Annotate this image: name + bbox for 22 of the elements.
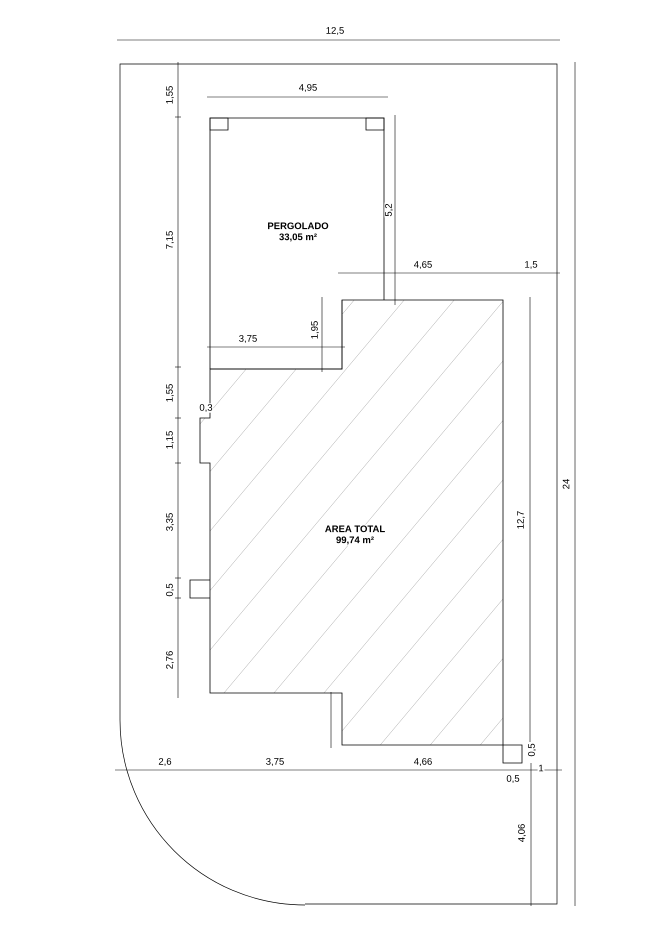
dimension-label: 0,5 — [165, 582, 175, 598]
dimension-label: 0,5 — [527, 742, 537, 758]
node-label: 33,05 m² — [279, 233, 317, 242]
dimension-label: 7,15 — [165, 230, 175, 250]
dimension-label: 1 — [538, 764, 544, 772]
node-label: PERGOLADO — [268, 222, 328, 230]
dimension-label: 0,5 — [506, 774, 520, 784]
dimension-label: 1,55 — [165, 84, 175, 106]
dimension-label: 0,3 — [198, 403, 214, 413]
dimension-label: 3,35 — [165, 512, 175, 532]
dimension-label: 4,06 — [517, 822, 527, 844]
dimension-label: 2,6 — [158, 757, 172, 767]
dimension-label: 1,15 — [165, 430, 175, 450]
dimension-label: 4,65 — [412, 260, 434, 270]
dimension-label: 12,5 — [324, 26, 346, 36]
dimension-label: 24 — [562, 478, 570, 490]
dimension-label: 1,55 — [165, 382, 175, 404]
dimension-label: 1,95 — [310, 320, 320, 340]
dimension-label: 3,75 — [238, 334, 258, 344]
dimension-label: 4,95 — [298, 83, 318, 93]
dimension-label: 2,76 — [165, 650, 175, 670]
dimension-label: 1,5 — [524, 260, 538, 270]
